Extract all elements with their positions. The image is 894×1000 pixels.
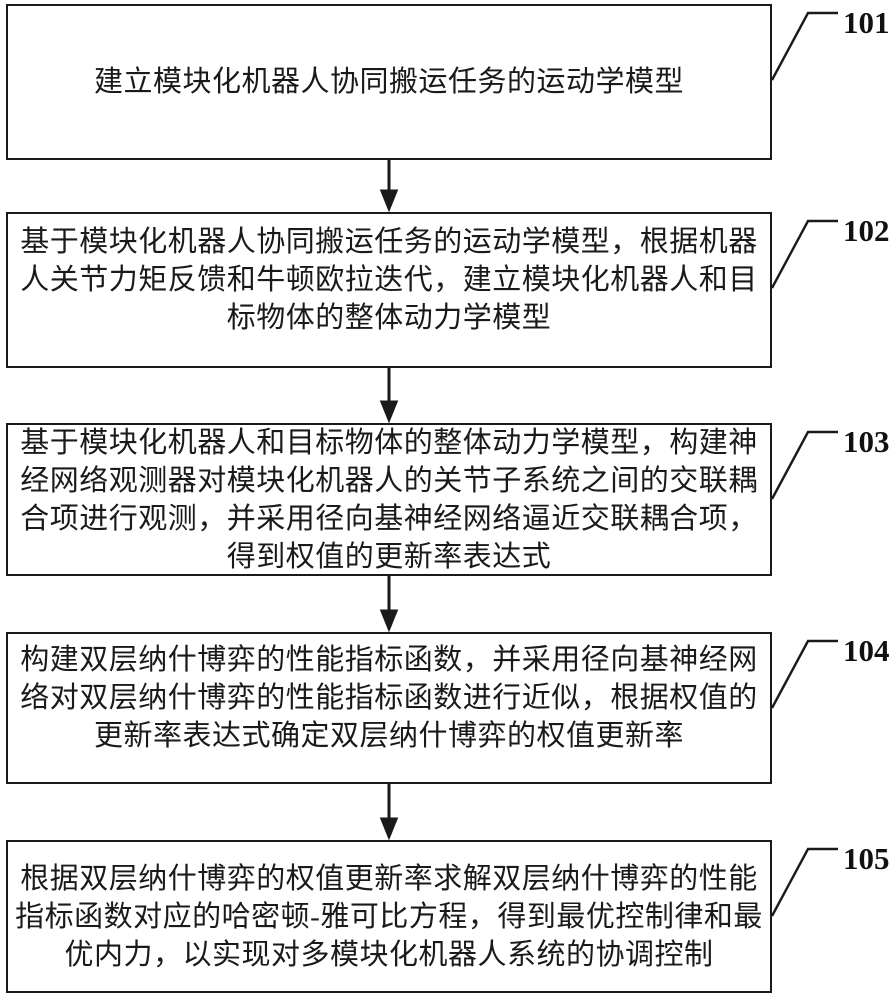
flow-step-box-101: 建立模块化机器人协同搬运任务的运动学模型 bbox=[6, 4, 772, 160]
flow-step-text: 建立模块化机器人协同搬运任务的运动学模型 bbox=[94, 63, 684, 101]
flow-step-text: 更新率表达式确定双层纳什博弈的权值更新率 bbox=[94, 717, 684, 755]
leader-line-102 bbox=[772, 221, 838, 288]
step-ref-101: 101 bbox=[843, 5, 893, 41]
flow-step-box-102: 基于模块化机器人协同搬运任务的运动学模型，根据机器 人关节力矩反馈和牛顿欧拉迭代… bbox=[6, 212, 772, 368]
leader-line-104 bbox=[772, 641, 838, 708]
flow-step-text: 人关节力矩反馈和牛顿欧拉迭代，建立模块化机器人和目 bbox=[20, 261, 758, 299]
flow-step-box-105: 根据双层纳什博弈的权值更新率求解双层纳什博弈的性能 指标函数对应的哈密顿-雅可比… bbox=[6, 840, 772, 993]
flow-step-text: 经网络观测器对模块化机器人的关节子系统之间的交联耦 bbox=[20, 462, 758, 500]
leader-line-103 bbox=[772, 432, 838, 499]
flow-arrow-104-105 bbox=[381, 784, 398, 839]
flow-step-text: 络对双层纳什博弈的性能指标函数进行近似，根据权值的 bbox=[20, 679, 758, 717]
step-ref-102: 102 bbox=[843, 213, 893, 249]
step-ref-103: 103 bbox=[843, 424, 893, 460]
flow-step-box-104: 构建双层纳什博弈的性能指标函数，并采用径向基神经网 络对双层纳什博弈的性能指标函… bbox=[6, 632, 772, 784]
flow-step-text: 标物体的整体动力学模型 bbox=[227, 299, 552, 337]
flow-step-text: 基于模块化机器人协同搬运任务的运动学模型，根据机器 bbox=[20, 223, 758, 261]
step-ref-105: 105 bbox=[843, 841, 893, 877]
flow-arrow-101-102 bbox=[381, 160, 398, 211]
leader-line-101 bbox=[772, 13, 838, 80]
flow-step-text: 优内力，以实现对多模块化机器人系统的协调控制 bbox=[64, 936, 713, 974]
step-ref-104: 104 bbox=[843, 633, 893, 669]
leader-line-105 bbox=[772, 849, 838, 916]
flow-step-box-103: 基于模块化机器人和目标物体的整体动力学模型，构建神 经网络观测器对模块化机器人的… bbox=[6, 423, 772, 576]
flow-arrow-102-103 bbox=[381, 368, 398, 422]
flow-arrow-103-104 bbox=[381, 576, 398, 631]
flow-step-text: 基于模块化机器人和目标物体的整体动力学模型，构建神 bbox=[20, 424, 758, 462]
flow-step-text: 得到权值的更新率表达式 bbox=[227, 538, 552, 576]
flow-step-text: 合项进行观测，并采用径向基神经网络逼近交联耦合项， bbox=[20, 500, 758, 538]
flow-step-text: 构建双层纳什博弈的性能指标函数，并采用径向基神经网 bbox=[20, 641, 758, 679]
flow-step-text: 根据双层纳什博弈的权值更新率求解双层纳什博弈的性能 bbox=[20, 860, 758, 898]
flow-step-text: 指标函数对应的哈密顿-雅可比方程，得到最优控制律和最 bbox=[15, 898, 763, 936]
